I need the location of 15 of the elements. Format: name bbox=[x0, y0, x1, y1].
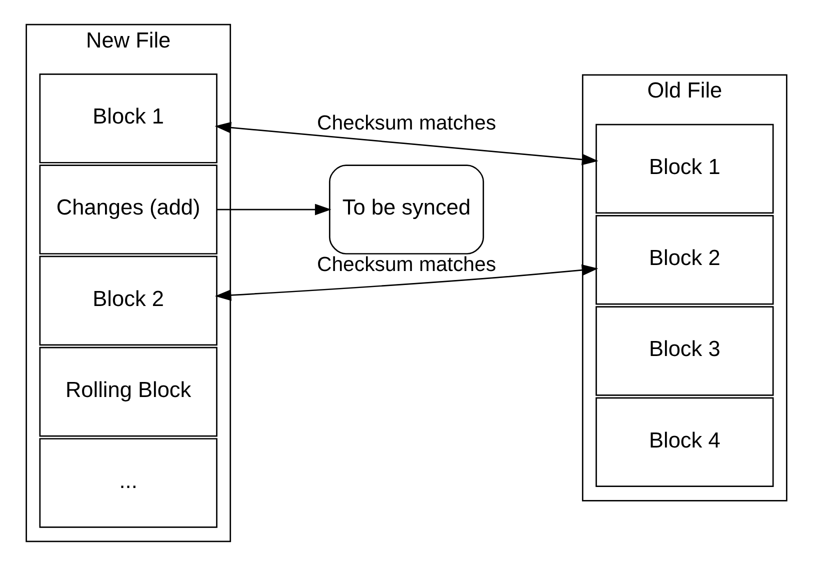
node-box: Rolling Block bbox=[39, 346, 218, 437]
edge-label: Checksum matches bbox=[316, 254, 496, 276]
node-box: Block 2 bbox=[39, 256, 218, 346]
arrow bbox=[216, 204, 332, 216]
node-box: Block 4 bbox=[596, 397, 774, 488]
node-box: Block 1 bbox=[39, 74, 218, 164]
arrow bbox=[214, 122, 598, 166]
node-box: Changes (add) bbox=[39, 164, 218, 254]
node-box: Block 3 bbox=[596, 306, 774, 396]
node-box: ... bbox=[39, 438, 218, 528]
edge-label: Checksum matches bbox=[316, 112, 496, 134]
node-box: To be synced bbox=[328, 164, 484, 254]
arrow bbox=[214, 264, 598, 301]
node-box: Block 1 bbox=[596, 124, 774, 214]
node-box: Block 2 bbox=[596, 214, 774, 305]
